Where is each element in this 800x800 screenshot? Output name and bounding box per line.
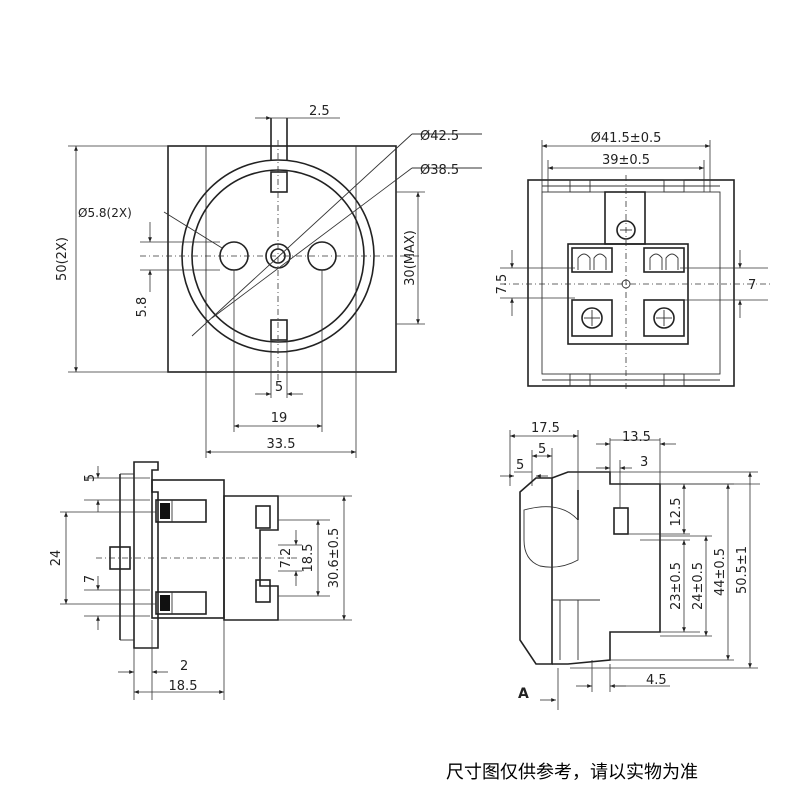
- dim-h-18-5: 18.5: [169, 679, 198, 694]
- dim-inner-dia: Ø38.5: [420, 163, 459, 178]
- dim-h-13-5: 13.5: [622, 430, 651, 445]
- dim-h-3: 3: [640, 455, 648, 470]
- front-view: 2.5 Ø42.5 Ø38.5 Ø5.8(2X) 50(2X) 30(MAX) …: [55, 104, 482, 458]
- dim-h-5a: 5: [538, 442, 546, 457]
- dim-v-12-5: 12.5: [669, 498, 684, 527]
- dim-v-50-5: 50.5±1: [735, 546, 750, 594]
- dim-pin-offset: 5.8: [135, 297, 150, 318]
- dim-width-39: 39±0.5: [602, 153, 650, 168]
- dim-slot-5: 5: [275, 380, 283, 395]
- dim-dia-41-5: Ø41.5±0.5: [591, 131, 662, 146]
- dim-pin-width: 2.5: [309, 104, 330, 119]
- dim-h-5b: 5: [516, 458, 524, 473]
- dim-v-18-5: 18.5: [301, 544, 316, 573]
- dim-v-7: 7: [83, 575, 98, 583]
- left-side-view: 5 24 7 7.2 18.5 30.6±0.5 2 18.5: [49, 461, 352, 700]
- dim-v-24: 24±0.5: [691, 562, 706, 610]
- dim-h-17-5: 17.5: [531, 421, 560, 436]
- dim-width-33-5: 33.5: [267, 437, 296, 452]
- dim-v-7-2: 7.2: [279, 548, 294, 569]
- dim-outer-dia: Ø42.5: [420, 129, 459, 144]
- dim-pin-hole-dia: Ø5.8(2X): [78, 206, 132, 220]
- dim-h-7: 7: [748, 278, 756, 293]
- right-side-view: A: [500, 421, 760, 710]
- dim-h-2: 2: [180, 659, 188, 674]
- dim-h-4-5: 4.5: [646, 673, 667, 688]
- dim-v-30-6: 30.6±0.5: [327, 528, 342, 589]
- rear-view: Ø41.5±0.5 39±0.5 7.5 7: [495, 131, 770, 392]
- dim-v-5: 5: [83, 474, 98, 482]
- dim-slot-19: 19: [271, 411, 288, 426]
- dim-v-23: 23±0.5: [669, 562, 684, 610]
- dim-height: 50(2X): [55, 237, 70, 281]
- dim-v-24: 24: [49, 550, 64, 567]
- dim-depth-max: 30(MAX): [403, 230, 418, 286]
- disclaimer-note: 尺寸图仅供参考，请以实物为准: [446, 762, 698, 783]
- dim-v-44: 44±0.5: [713, 548, 728, 596]
- section-mark: A: [518, 686, 529, 702]
- dim-h-7-5: 7.5: [495, 274, 510, 295]
